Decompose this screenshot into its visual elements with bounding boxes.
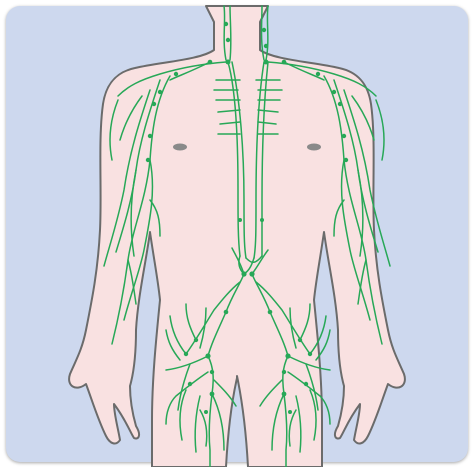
left-nipple	[173, 144, 187, 151]
body-outline-icon	[69, 6, 405, 467]
right-nipple	[307, 144, 321, 151]
